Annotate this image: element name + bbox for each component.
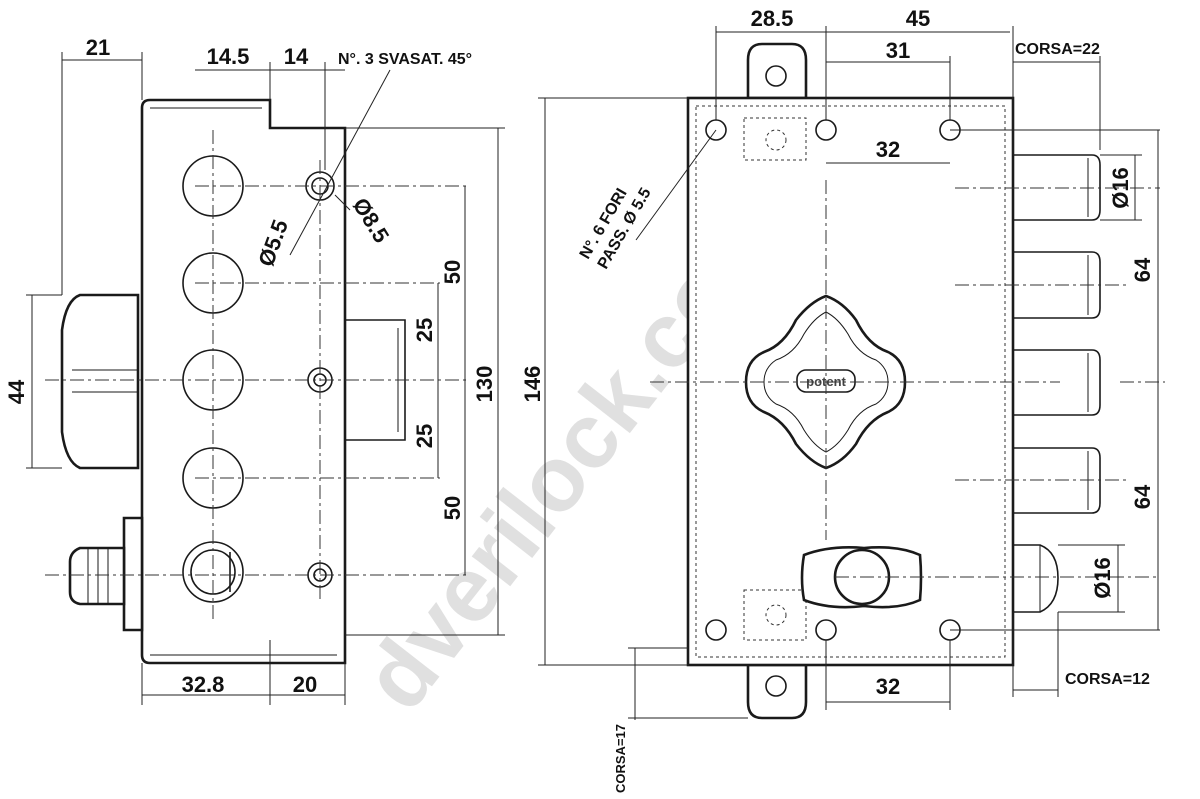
dim-25-top: 25 [412,318,437,342]
dim-32-8: 32.8 [182,672,225,697]
cylinder-side [122,516,144,632]
dim-14: 14 [284,44,309,69]
dim-31: 31 [886,38,910,63]
dimension-lines-front [538,26,1160,720]
dim-50-top: 50 [440,260,465,284]
corsa-22: CORSA=22 [1015,41,1100,58]
corsa-12: CORSA=12 [1065,671,1150,688]
dim-d8-5: Ø8.5 [348,193,394,247]
dim-44: 44 [4,379,29,404]
dim-146: 146 [520,366,545,403]
dim-50-bot: 50 [440,496,465,520]
mounting-ear-bottom [746,663,808,720]
deadbolts [1013,154,1101,613]
dim-64-bot: 64 [1130,484,1155,509]
dim-130: 130 [472,366,497,403]
dimension-lines-side [26,52,505,705]
center-lines-front [650,180,1165,578]
dim-25-bot: 25 [412,424,437,448]
dim-d16-bot: Ø16 [1090,557,1115,599]
dim-21: 21 [86,35,110,60]
dim-32-bottom: 32 [876,674,900,699]
dim-45: 45 [906,6,930,31]
dim-32-mid: 32 [876,137,900,162]
bolt-3 [1013,349,1101,416]
mounting-ear-top [746,42,808,100]
corsa-17: CORSA=17 [613,724,628,793]
latch-bolt [1013,544,1059,613]
note-countersink: N°. 3 SVASAT. 45° [338,51,472,68]
lock-case-inner-line [150,107,337,663]
lock-side-view: 21 14.5 14 N°. 3 SVASAT. 45° Ø5.5 Ø8.5 4… [4,35,505,705]
lock-front-view: potent [520,6,1165,793]
dim-64-top: 64 [1130,257,1155,282]
dim-20: 20 [293,672,317,697]
dim-14-5: 14.5 [207,44,250,69]
center-lines-side [45,130,470,620]
knob-side [60,293,140,470]
dim-d16-top: Ø16 [1108,167,1133,209]
dim-28-5: 28.5 [751,6,794,31]
